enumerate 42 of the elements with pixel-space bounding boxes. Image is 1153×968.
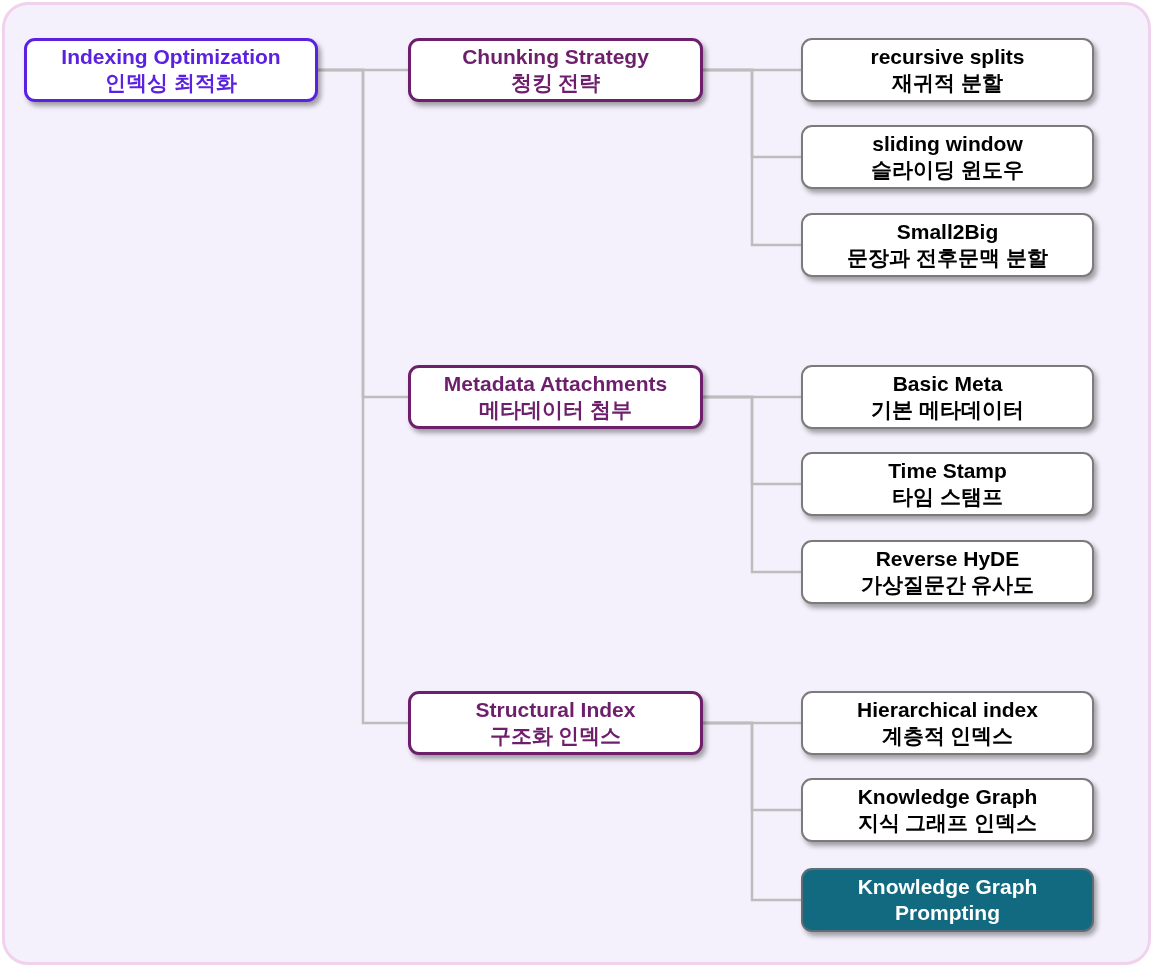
node-title: sliding window xyxy=(872,131,1023,157)
node-subtitle: 메타데이터 첨부 xyxy=(479,397,632,423)
node-title: Structural Index xyxy=(475,697,636,723)
node-subtitle: 청킹 전략 xyxy=(510,70,601,96)
node-subtitle: 슬라이딩 윈도우 xyxy=(871,157,1024,183)
node-subtitle: 가상질문간 유사도 xyxy=(860,572,1035,598)
node-subtitle: 타임 스탬프 xyxy=(892,484,1003,510)
category-box xyxy=(408,365,703,429)
item-box xyxy=(801,365,1094,429)
node-title: recursive splits xyxy=(870,44,1025,70)
connector-line xyxy=(703,68,801,247)
connector-line xyxy=(703,721,801,902)
node-title: Chunking Strategy xyxy=(462,44,649,70)
highlighted-item-box xyxy=(801,868,1094,932)
category-box xyxy=(408,691,703,755)
node-subtitle: 문장과 전후문맥 분할 xyxy=(847,245,1048,271)
node-subtitle: 기본 메타데이터 xyxy=(871,397,1024,423)
node-title: Basic Meta xyxy=(892,371,1003,397)
node-title: Reverse HyDE xyxy=(875,546,1020,572)
node-title: Knowledge Graph Prompting xyxy=(857,874,1038,926)
node-subtitle: 구조화 인덱스 xyxy=(489,723,622,749)
node-title: Time Stamp xyxy=(888,458,1007,484)
node-title: Small2Big xyxy=(896,219,999,245)
node-subtitle: 재귀적 분할 xyxy=(892,70,1003,96)
node-title: Indexing Optimization xyxy=(61,44,281,70)
category-box xyxy=(408,38,703,102)
connector-line xyxy=(703,395,801,574)
item-box xyxy=(801,38,1094,102)
item-box xyxy=(801,125,1094,189)
node-title: Hierarchical index xyxy=(857,697,1038,723)
node-title: Metadata Attachments xyxy=(443,371,668,397)
item-box xyxy=(801,778,1094,842)
node-title: Knowledge Graph xyxy=(857,784,1038,810)
node-subtitle: 계층적 인덱스 xyxy=(881,723,1014,749)
item-box xyxy=(801,691,1094,755)
item-box xyxy=(801,540,1094,604)
connector-line xyxy=(318,68,408,725)
node-subtitle: 지식 그래프 인덱스 xyxy=(857,810,1038,836)
item-box xyxy=(801,452,1094,516)
root-topic-box xyxy=(24,38,318,102)
node-subtitle: 인덱싱 최적화 xyxy=(105,70,237,96)
item-box xyxy=(801,213,1094,277)
